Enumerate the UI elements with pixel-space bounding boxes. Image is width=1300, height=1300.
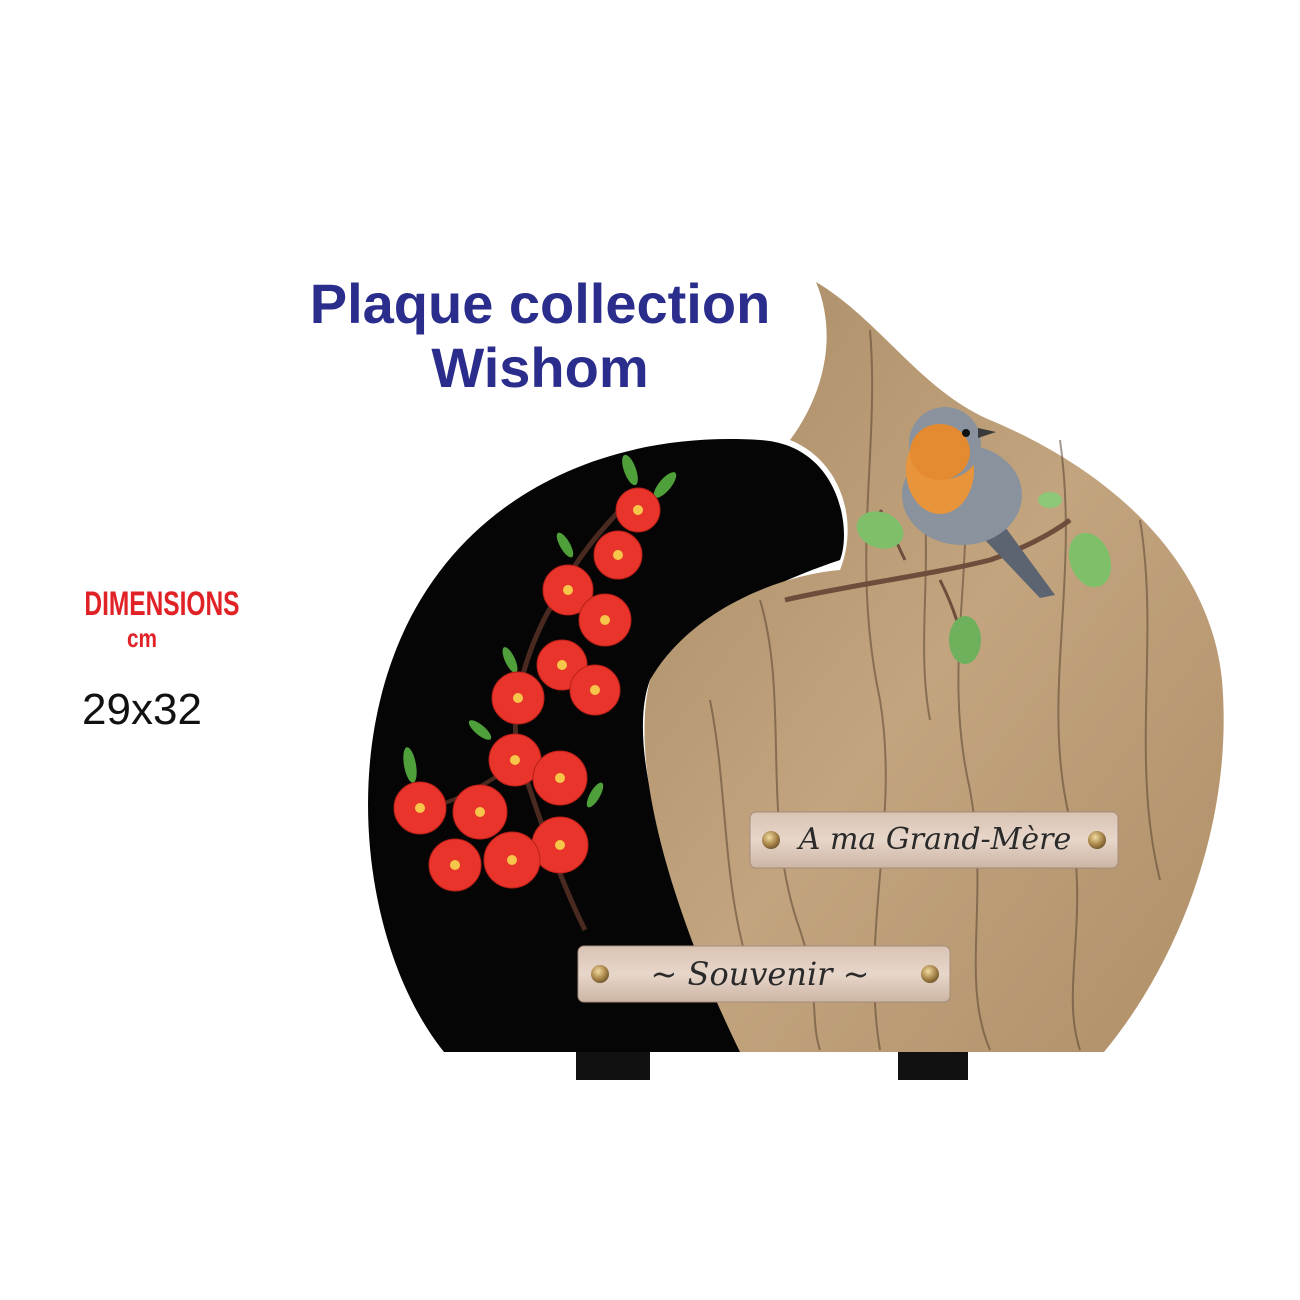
nameplate-top: [749, 811, 1119, 869]
black-granite-panel: [368, 439, 844, 1052]
screw-icon: [591, 965, 609, 983]
screw-icon: [921, 965, 939, 983]
nameplate-bottom: [577, 945, 951, 1003]
product-title: Plaque collection Wishom: [240, 272, 840, 400]
product-title-line1: Plaque collection: [309, 272, 771, 335]
stand-leg-left: [576, 1050, 650, 1080]
screw-icon: [762, 831, 780, 849]
robin-illustration: [784, 407, 1112, 664]
dimensions-value: 29x32: [82, 685, 202, 734]
nameplate-bottom-text: ~ Souvenir ~: [650, 955, 870, 993]
stand-leg-right: [898, 1050, 968, 1080]
wood-panel: [644, 282, 1224, 1052]
screw-icon: [1088, 831, 1106, 849]
product-title-line2: Wishom: [431, 336, 649, 399]
dimensions-unit: cm: [126, 623, 158, 653]
nameplate-top-text: A ma Grand-Mère: [798, 822, 1072, 857]
blossom-branch: [393, 454, 677, 932]
